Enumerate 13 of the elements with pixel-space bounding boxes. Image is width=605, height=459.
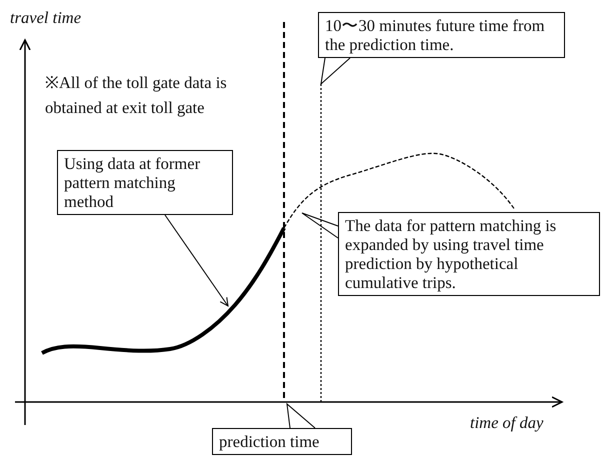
future-time-line bbox=[320, 84, 322, 402]
callout-box: The data for pattern matching is expanded by using travel time prediction by hypothetical cumulative trips. bbox=[338, 212, 600, 296]
callout-box: 10〜30 minutes future time from the prediction time. bbox=[318, 12, 565, 58]
axis-title: travel time bbox=[10, 7, 82, 29]
callout-tail bbox=[320, 58, 350, 86]
callout-box: prediction time bbox=[212, 428, 352, 455]
callout-tail bbox=[286, 402, 316, 428]
axis-title: time of day bbox=[470, 412, 544, 434]
solid-curve bbox=[41, 227, 286, 355]
callout-tail bbox=[302, 212, 338, 238]
note: ※All of the toll gate data is obtained at exit toll gate bbox=[45, 72, 228, 119]
leader-arrow bbox=[164, 214, 228, 306]
callout-box: Using data at former pattern matching method bbox=[57, 150, 233, 215]
